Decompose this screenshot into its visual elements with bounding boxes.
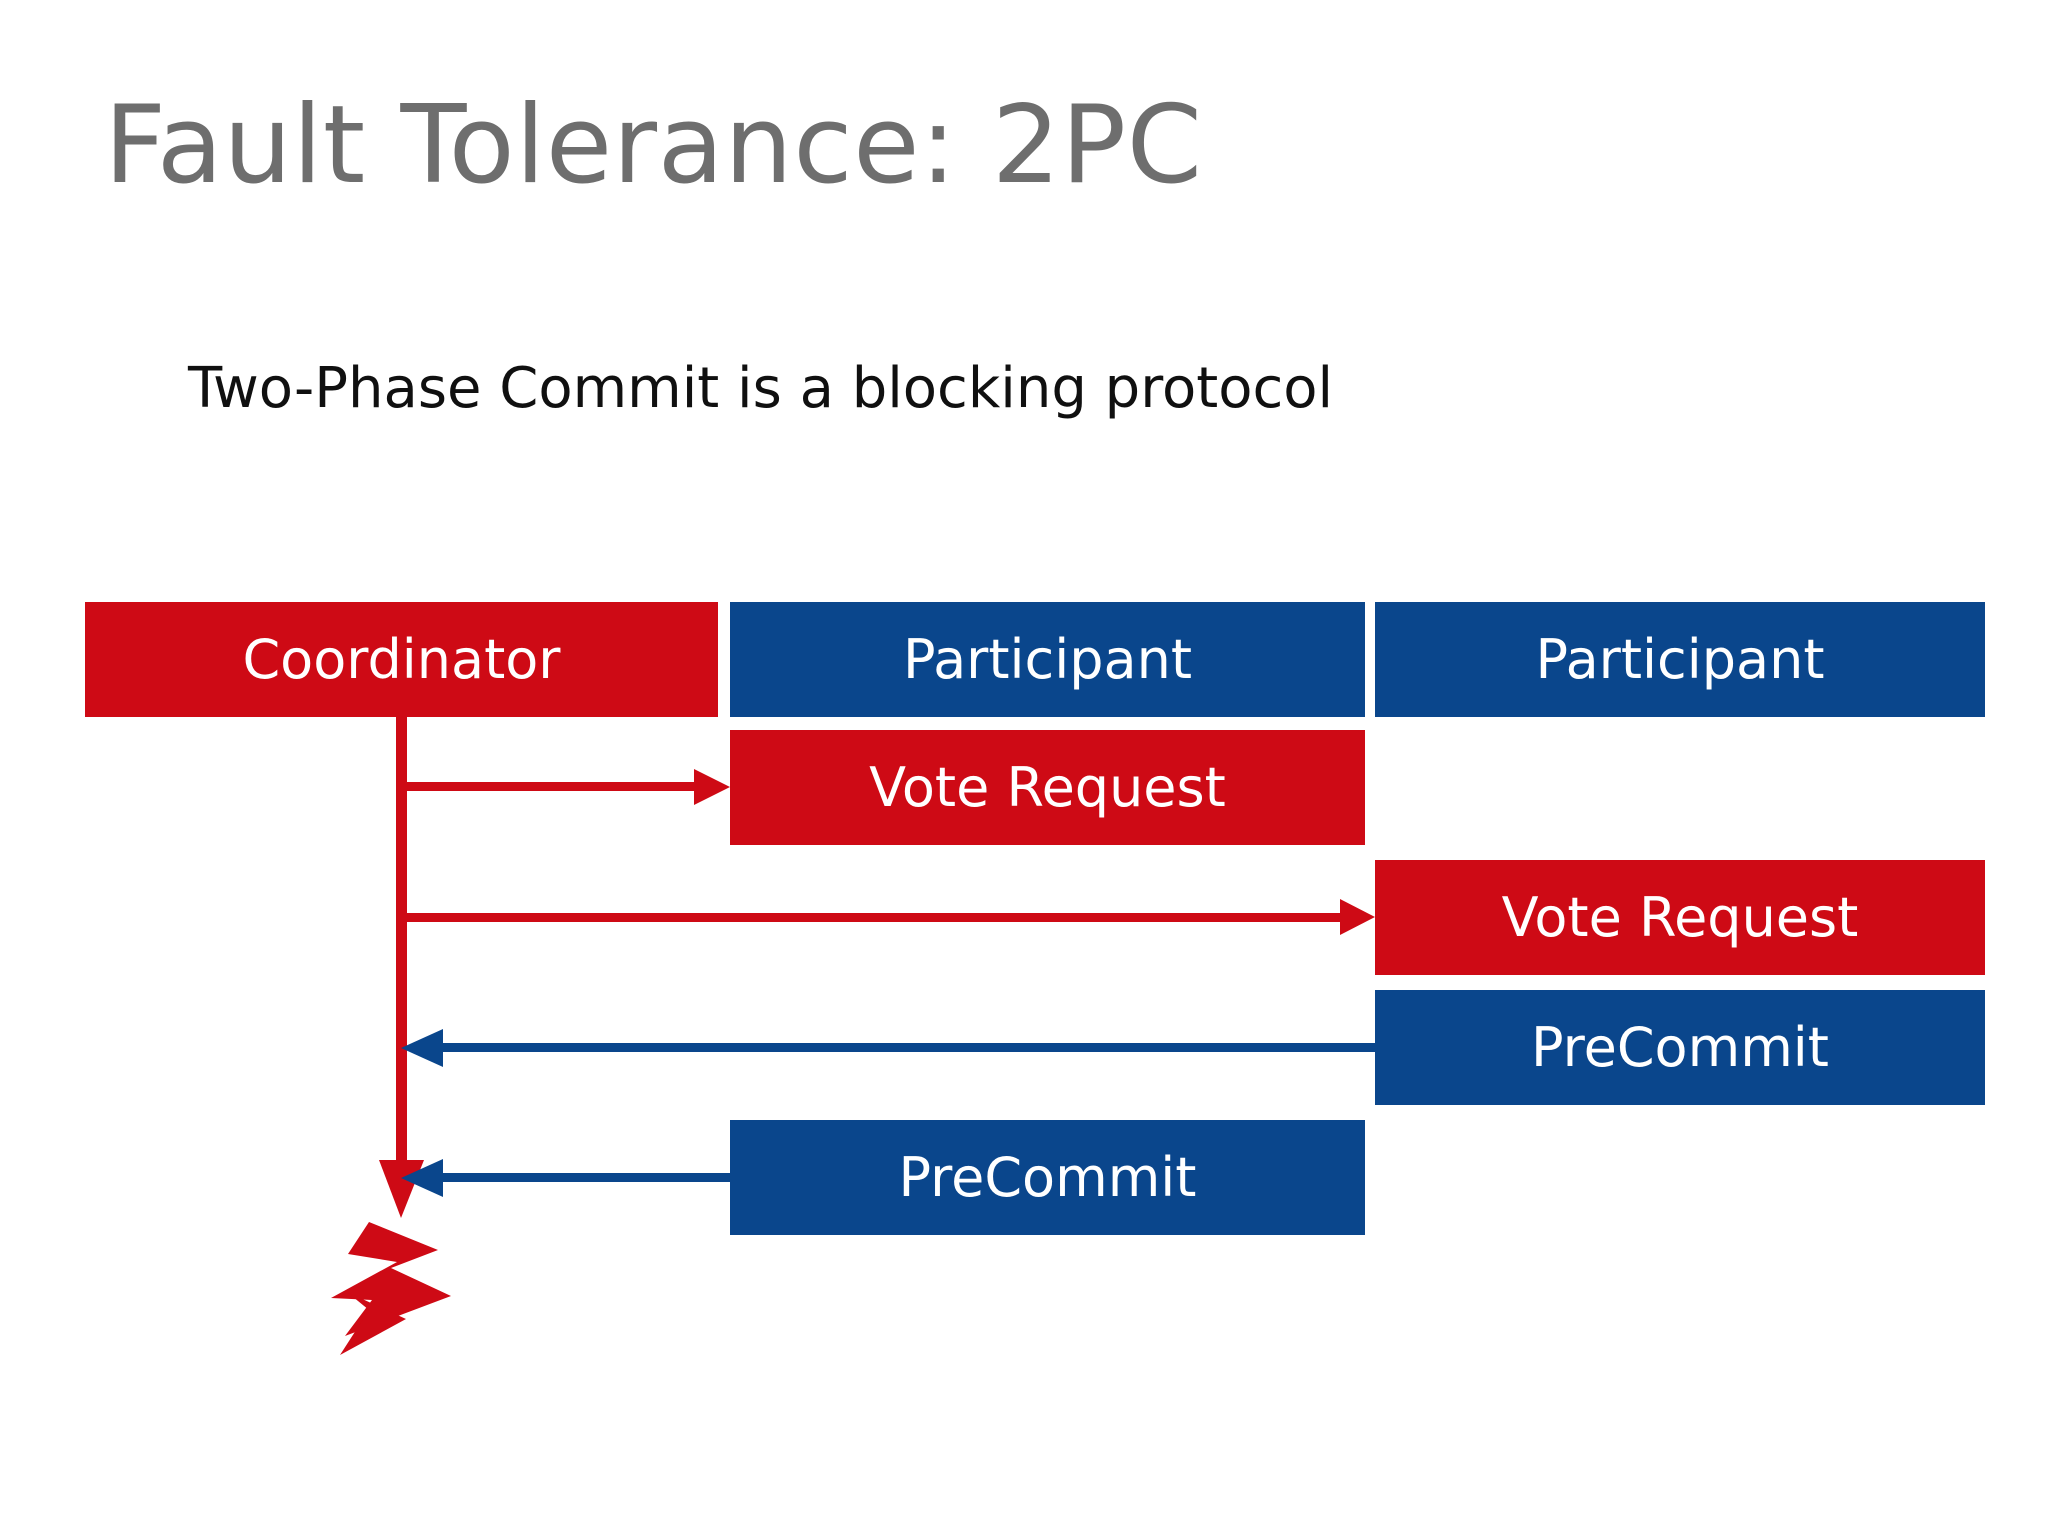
message-box-precommit-1: PreCommit [1375, 990, 1985, 1105]
slide-subtitle: Two-Phase Commit is a blocking protocol [188, 356, 1334, 421]
coordinator-lifeline [379, 717, 424, 1218]
lifeline-header-participant-1: Participant [730, 602, 1365, 717]
lightning-bolt-icon [331, 1222, 451, 1355]
arrow-vote-request-1 [401, 769, 730, 805]
arrow-vote-request-2 [401, 899, 1375, 935]
message-box-vote-request-1: Vote Request [730, 730, 1365, 845]
page-title: Fault Tolerance: 2PC [104, 83, 1203, 208]
lifeline-header-coordinator: Coordinator [85, 602, 718, 717]
arrow-precommit-2 [401, 1159, 730, 1197]
message-box-vote-request-2: Vote Request [1375, 860, 1985, 975]
message-box-precommit-2: PreCommit [730, 1120, 1365, 1235]
lifeline-header-participant-2: Participant [1375, 602, 1985, 717]
arrow-precommit-1 [401, 1029, 1375, 1067]
